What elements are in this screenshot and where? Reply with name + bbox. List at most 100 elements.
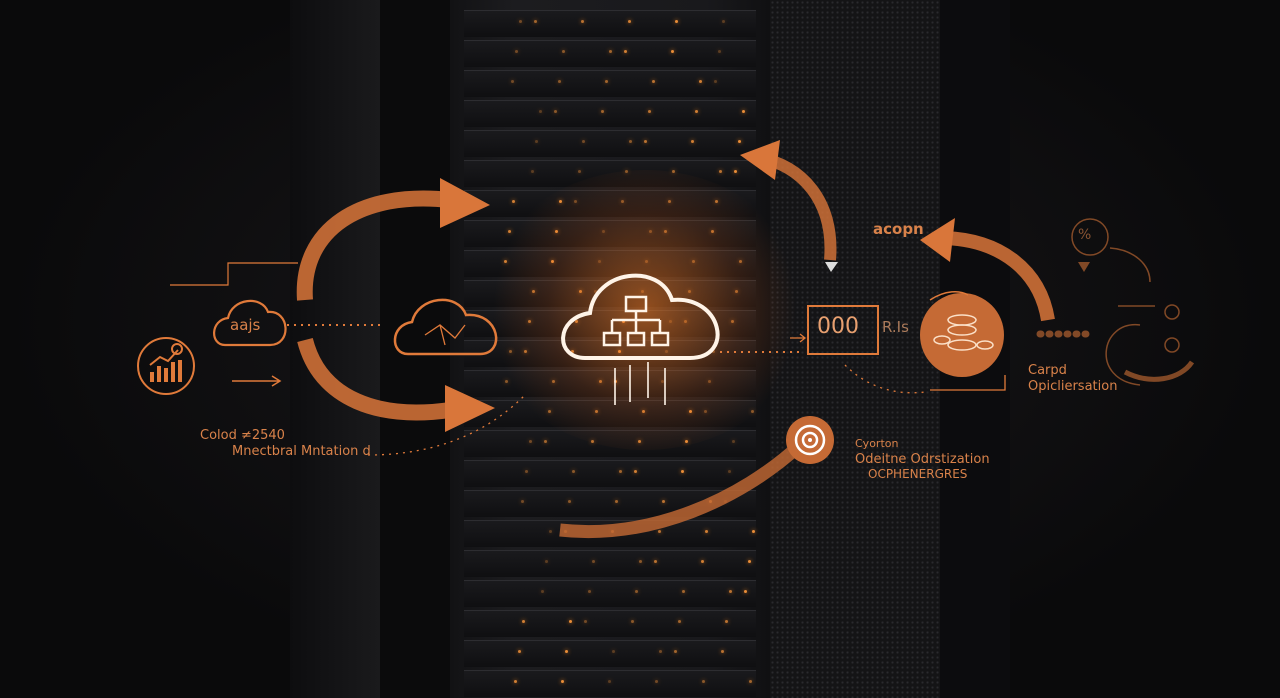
status-led — [749, 680, 752, 683]
caption-line-2: Mnectbral Mntation d — [232, 444, 371, 459]
arrow-head-icon — [920, 218, 955, 262]
status-led — [648, 110, 651, 113]
mesh-door — [770, 0, 940, 698]
status-led — [572, 470, 575, 473]
cycle-arrow-icon — [1109, 247, 1151, 283]
cycle-arrow-icon — [1105, 324, 1141, 386]
status-led — [581, 20, 584, 23]
status-led — [729, 590, 732, 593]
display-suffix: R.Is — [882, 318, 909, 336]
status-led — [512, 200, 515, 203]
status-led — [624, 50, 627, 53]
status-led — [562, 50, 565, 53]
cycle-arrow-icon — [1123, 360, 1195, 382]
status-led — [544, 440, 547, 443]
status-led — [541, 590, 544, 593]
status-led — [662, 500, 665, 503]
percent-icon — [1071, 218, 1109, 272]
status-led — [705, 530, 708, 533]
rack-slot — [464, 40, 756, 67]
status-led — [612, 650, 615, 653]
status-led — [529, 440, 532, 443]
status-led — [634, 470, 637, 473]
status-led — [608, 680, 611, 683]
status-led — [635, 590, 638, 593]
status-led — [554, 110, 557, 113]
caption-line-1: Colod ≠2540 — [200, 428, 285, 443]
rack-slot — [464, 550, 756, 577]
status-led — [674, 650, 677, 653]
status-led — [515, 50, 518, 53]
arrow-head-icon — [445, 385, 495, 432]
status-led — [744, 590, 747, 593]
left-cabinet-edge — [380, 0, 450, 698]
arrow-head-icon — [740, 140, 780, 180]
status-led — [675, 20, 678, 23]
arrow-head-icon — [440, 178, 490, 228]
dotted-connector — [844, 364, 926, 394]
status-led — [681, 470, 684, 473]
status-led — [525, 470, 528, 473]
display-value: 000 — [817, 314, 859, 339]
status-led — [522, 620, 525, 623]
hierarchy-cloud-icon — [561, 273, 720, 405]
target-icon — [786, 416, 834, 464]
status-led — [518, 650, 521, 653]
status-led — [615, 500, 618, 503]
status-led — [568, 500, 571, 503]
rack-slot — [464, 610, 756, 637]
target-caption-3: OCPHENERGRES — [868, 467, 968, 481]
status-led — [519, 20, 522, 23]
status-led — [535, 140, 538, 143]
status-led — [644, 140, 647, 143]
status-led — [752, 530, 755, 533]
status-led — [521, 500, 524, 503]
status-led — [725, 620, 728, 623]
status-led — [659, 650, 662, 653]
status-led — [549, 530, 552, 533]
status-led — [658, 530, 661, 533]
status-led — [682, 590, 685, 593]
status-led — [578, 170, 581, 173]
rack-slot — [464, 10, 756, 37]
status-led — [631, 620, 634, 623]
percent-symbol: % — [1078, 227, 1092, 243]
status-led — [582, 140, 585, 143]
status-led — [719, 170, 722, 173]
connector-arrow — [232, 375, 282, 387]
status-led — [534, 20, 537, 23]
coins-icon — [920, 290, 1004, 377]
network-cloud-icon — [393, 298, 498, 356]
status-led — [732, 440, 735, 443]
status-led — [565, 650, 568, 653]
status-led — [601, 110, 604, 113]
status-led — [652, 80, 655, 83]
cloud-aajs-icon — [213, 299, 287, 347]
status-led — [545, 560, 548, 563]
growth-chart-icon — [137, 337, 195, 395]
status-led — [588, 590, 591, 593]
rack-slot — [464, 70, 756, 97]
arrow-label: acopn — [873, 220, 924, 238]
status-led — [605, 80, 608, 83]
status-led — [701, 560, 704, 563]
cycle-arrow-icon — [297, 337, 452, 421]
connector-line — [930, 375, 1006, 391]
status-led — [742, 110, 745, 113]
cycle-arrow-icon — [296, 190, 451, 301]
target-caption-1: Cyorton — [855, 437, 899, 450]
status-led — [654, 560, 657, 563]
cloud-label: aajs — [230, 316, 261, 334]
ring-icon — [1164, 304, 1180, 320]
status-led — [722, 20, 725, 23]
dotted-connector — [367, 394, 526, 456]
status-led — [629, 140, 632, 143]
coins-caption-2: Opicliersation — [1028, 379, 1118, 394]
status-led — [691, 140, 694, 143]
connector-line — [170, 262, 298, 286]
rack-slot — [464, 640, 756, 667]
status-led — [699, 80, 702, 83]
status-led — [695, 110, 698, 113]
